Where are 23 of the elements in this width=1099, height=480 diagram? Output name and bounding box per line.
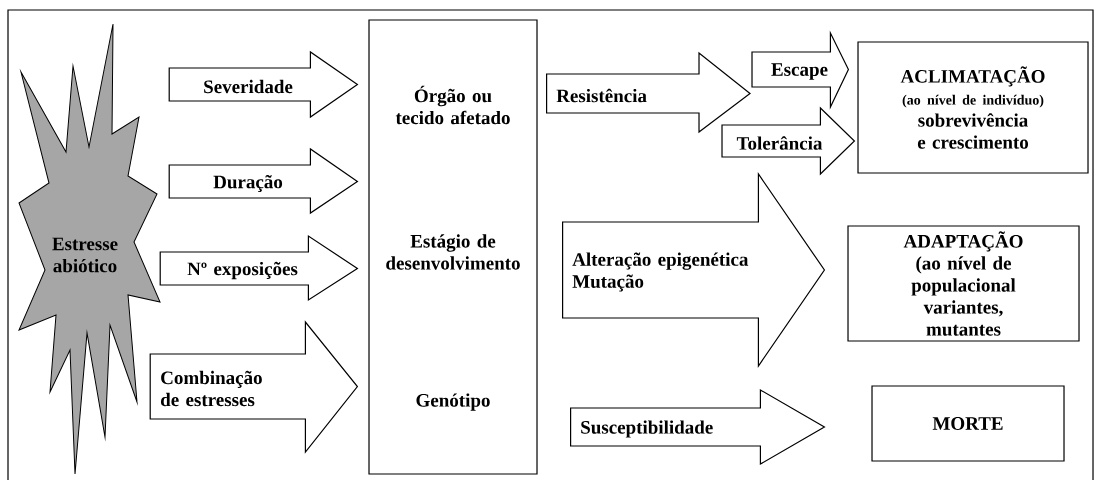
edge-label: Susceptibilidade [581, 420, 713, 438]
block-arrow [159, 234, 359, 302]
edge-label: Severidade [204, 79, 293, 94]
block-arrow [562, 172, 826, 368]
edge-label: Combinação de estresses [161, 370, 262, 407]
edge-label: Tolerância [736, 136, 823, 150]
edge-label: Alteração epigenética Mutação [572, 252, 749, 292]
outcome-box: ADAPTAÇÃO (ao nível de populacional variantes, mutantes [847, 225, 1080, 342]
block-arrow [546, 51, 751, 134]
block-arrow [751, 30, 850, 110]
outcome-box: ACLIMATAÇÃO (ao nível de indivíduo) sobrevivência e crescimento [857, 41, 1089, 174]
factor-box: Órgão ou tecido afetado Estágio de desenvolvimento Genótipo [368, 19, 538, 475]
outcome-box: MORTE [871, 385, 1065, 462]
block-arrow [168, 50, 359, 119]
block-arrow [570, 388, 826, 466]
block-arrow [149, 320, 359, 454]
edge-label: Nº exposições [187, 261, 298, 280]
edge-label: Duração [213, 174, 283, 193]
edge-label: Escape [771, 63, 828, 80]
edge-label: Resistência [556, 88, 647, 103]
starburst: Estresse abiótico [18, 23, 161, 475]
block-arrow [168, 147, 359, 215]
block-arrow [721, 106, 856, 176]
